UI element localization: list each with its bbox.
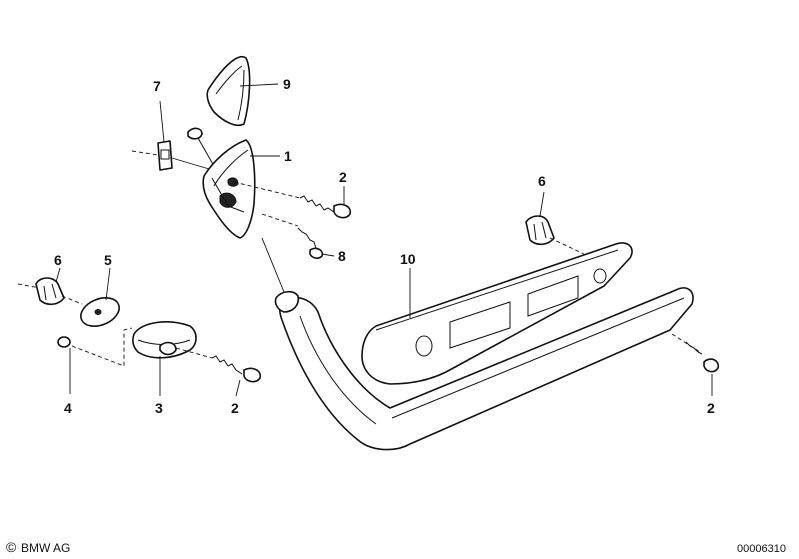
image-number: 00006310	[737, 543, 786, 555]
callout-1: 1	[284, 148, 292, 164]
part-3-cap	[132, 321, 197, 396]
part-1-bracket	[202, 139, 280, 239]
callout-5: 5	[104, 252, 112, 268]
part-7-clip-nut	[131, 100, 227, 175]
callout-2-lower: 2	[231, 400, 239, 416]
callout-8: 8	[338, 248, 346, 264]
part-10-armrest-pad	[361, 242, 633, 385]
copyright-text: BMW AG	[21, 541, 70, 555]
part-small-screw	[187, 127, 215, 167]
callout-7: 7	[153, 78, 161, 94]
part-armrest-handle	[261, 237, 694, 451]
callout-6-right: 6	[538, 173, 546, 189]
callout-10: 10	[400, 251, 416, 267]
part-2-screw-upper	[233, 181, 352, 219]
callout-6-left: 6	[54, 252, 62, 268]
callout-9: 9	[283, 76, 291, 92]
part-4-plug	[57, 327, 133, 394]
copyright-notice: © BMW AG	[6, 539, 70, 555]
copyright-symbol: ©	[6, 539, 17, 555]
part-6-expansion-nut-left	[17, 267, 83, 306]
part-9-cover-cap	[206, 55, 279, 127]
part-5-washer-plate	[80, 267, 120, 327]
callout-2-upper: 2	[339, 169, 347, 185]
callout-4: 4	[64, 400, 72, 416]
callout-3: 3	[155, 400, 163, 416]
part-2-screw-right	[671, 333, 720, 396]
part-8-screw	[261, 213, 335, 259]
part-6-expansion-nut-right	[525, 191, 585, 255]
part-2-screw-lower	[175, 347, 262, 397]
callout-2-right: 2	[707, 400, 715, 416]
